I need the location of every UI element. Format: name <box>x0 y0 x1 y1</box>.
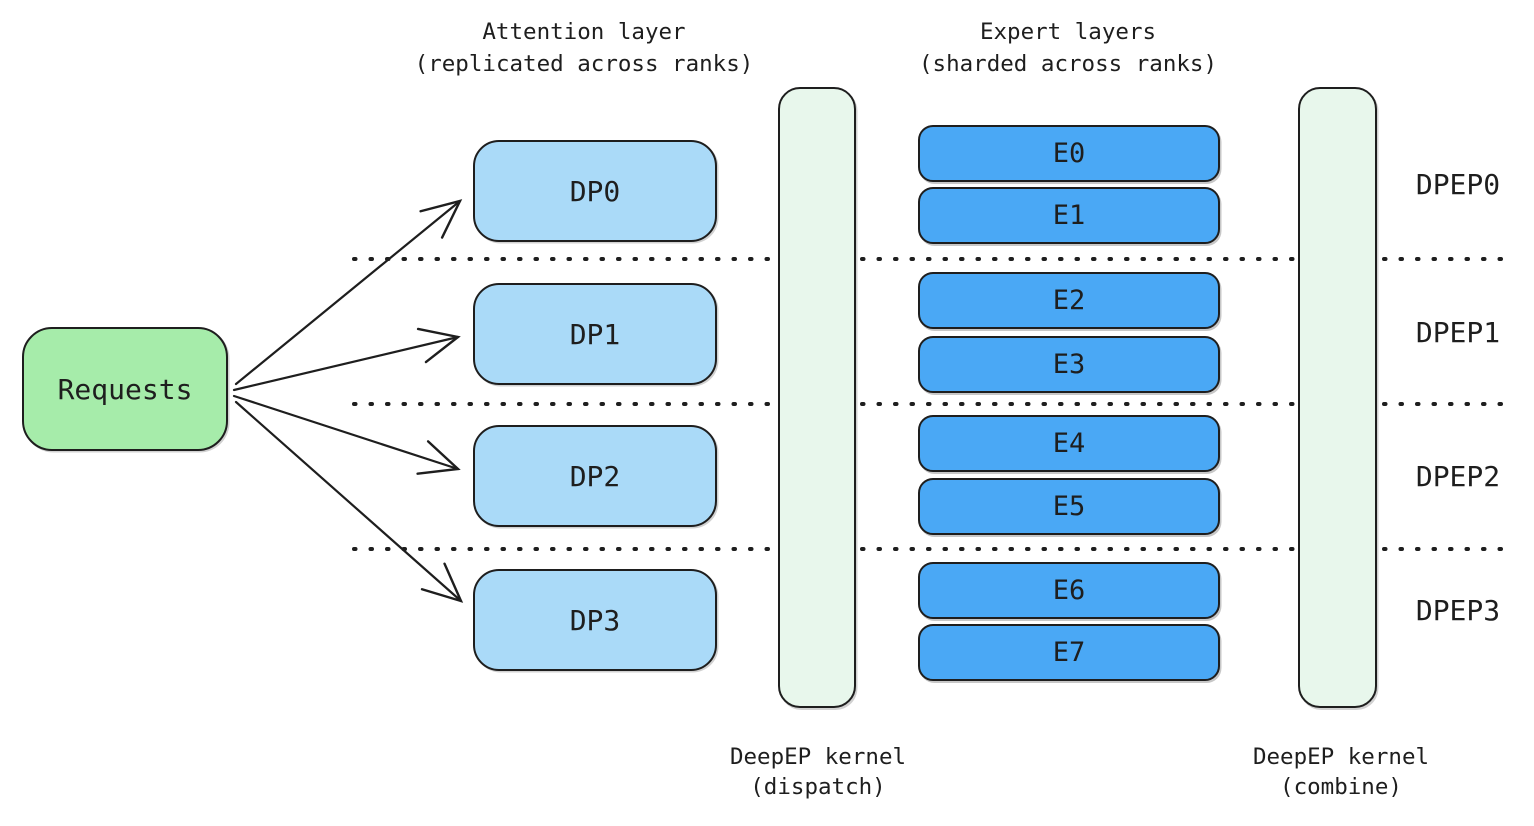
request-arrow-dp2 <box>232 394 461 475</box>
dp-node-3: DP3 <box>473 569 717 671</box>
dp-node-1-label: DP1 <box>569 317 621 351</box>
deepep-combine-bar <box>1298 87 1377 708</box>
rank-label-dpep2: DPEP2 <box>1396 462 1520 492</box>
dp-node-0-label: DP0 <box>569 174 621 208</box>
rank-label-dpep0-text: DPEP0 <box>1415 168 1501 201</box>
deepep-combine-label-line2: (combine) <box>1280 774 1402 800</box>
dp-node-3-label: DP3 <box>569 603 621 637</box>
expert-layers-title-line1: Expert layers <box>979 19 1157 45</box>
expert-node-0: E0 <box>918 125 1220 182</box>
requests-node: Requests <box>22 327 228 451</box>
attention-layer-title-line1: Attention layer <box>482 19 686 45</box>
expert-node-2: E2 <box>918 272 1220 329</box>
expert-node-1-label: E1 <box>1052 200 1086 231</box>
rank-label-dpep0: DPEP0 <box>1396 170 1520 200</box>
rank-label-dpep1: DPEP1 <box>1396 318 1520 348</box>
expert-node-5: E5 <box>918 478 1220 535</box>
expert-layers-title-line2: (sharded across ranks) <box>918 51 1217 77</box>
expert-layers-title: Expert layers (sharded across ranks) <box>868 16 1268 80</box>
rank-label-dpep3: DPEP3 <box>1396 596 1520 626</box>
deepep-dispatch-label-line1: DeepEP kernel <box>729 744 907 770</box>
expert-node-6-label: E6 <box>1052 575 1086 606</box>
request-arrow-dp1 <box>232 327 461 392</box>
attention-layer-title: Attention layer (replicated across ranks… <box>384 16 784 80</box>
expert-node-0-label: E0 <box>1052 138 1086 169</box>
rank-label-dpep1-text: DPEP1 <box>1415 316 1501 349</box>
expert-node-5-label: E5 <box>1052 491 1086 522</box>
deepep-dispatch-bar <box>778 87 856 708</box>
attention-layer-title-line2: (replicated across ranks) <box>414 51 754 77</box>
expert-node-3-label: E3 <box>1052 349 1086 380</box>
deepep-combine-label-line1: DeepEP kernel <box>1252 744 1430 770</box>
expert-node-4-label: E4 <box>1052 428 1086 459</box>
expert-node-4: E4 <box>918 415 1220 472</box>
deepep-combine-label: DeepEP kernel (combine) <box>1221 742 1461 802</box>
expert-node-7: E7 <box>918 624 1220 681</box>
expert-node-6: E6 <box>918 562 1220 619</box>
rank-label-dpep2-text: DPEP2 <box>1415 460 1501 493</box>
dp-node-1: DP1 <box>473 283 717 385</box>
dp-node-2: DP2 <box>473 425 717 527</box>
expert-node-1: E1 <box>918 187 1220 244</box>
dp-node-0: DP0 <box>473 140 717 242</box>
expert-node-3: E3 <box>918 336 1220 393</box>
request-arrow-dp0 <box>234 199 463 386</box>
request-arrow-dp3 <box>234 400 464 603</box>
requests-node-label: Requests <box>57 372 193 406</box>
deepep-dispatch-label: DeepEP kernel (dispatch) <box>698 742 938 802</box>
expert-node-7-label: E7 <box>1052 637 1086 668</box>
deepep-dispatch-label-line2: (dispatch) <box>750 774 886 800</box>
rank-label-dpep3-text: DPEP3 <box>1415 594 1501 627</box>
expert-node-2-label: E2 <box>1052 285 1086 316</box>
dp-node-2-label: DP2 <box>569 459 621 493</box>
